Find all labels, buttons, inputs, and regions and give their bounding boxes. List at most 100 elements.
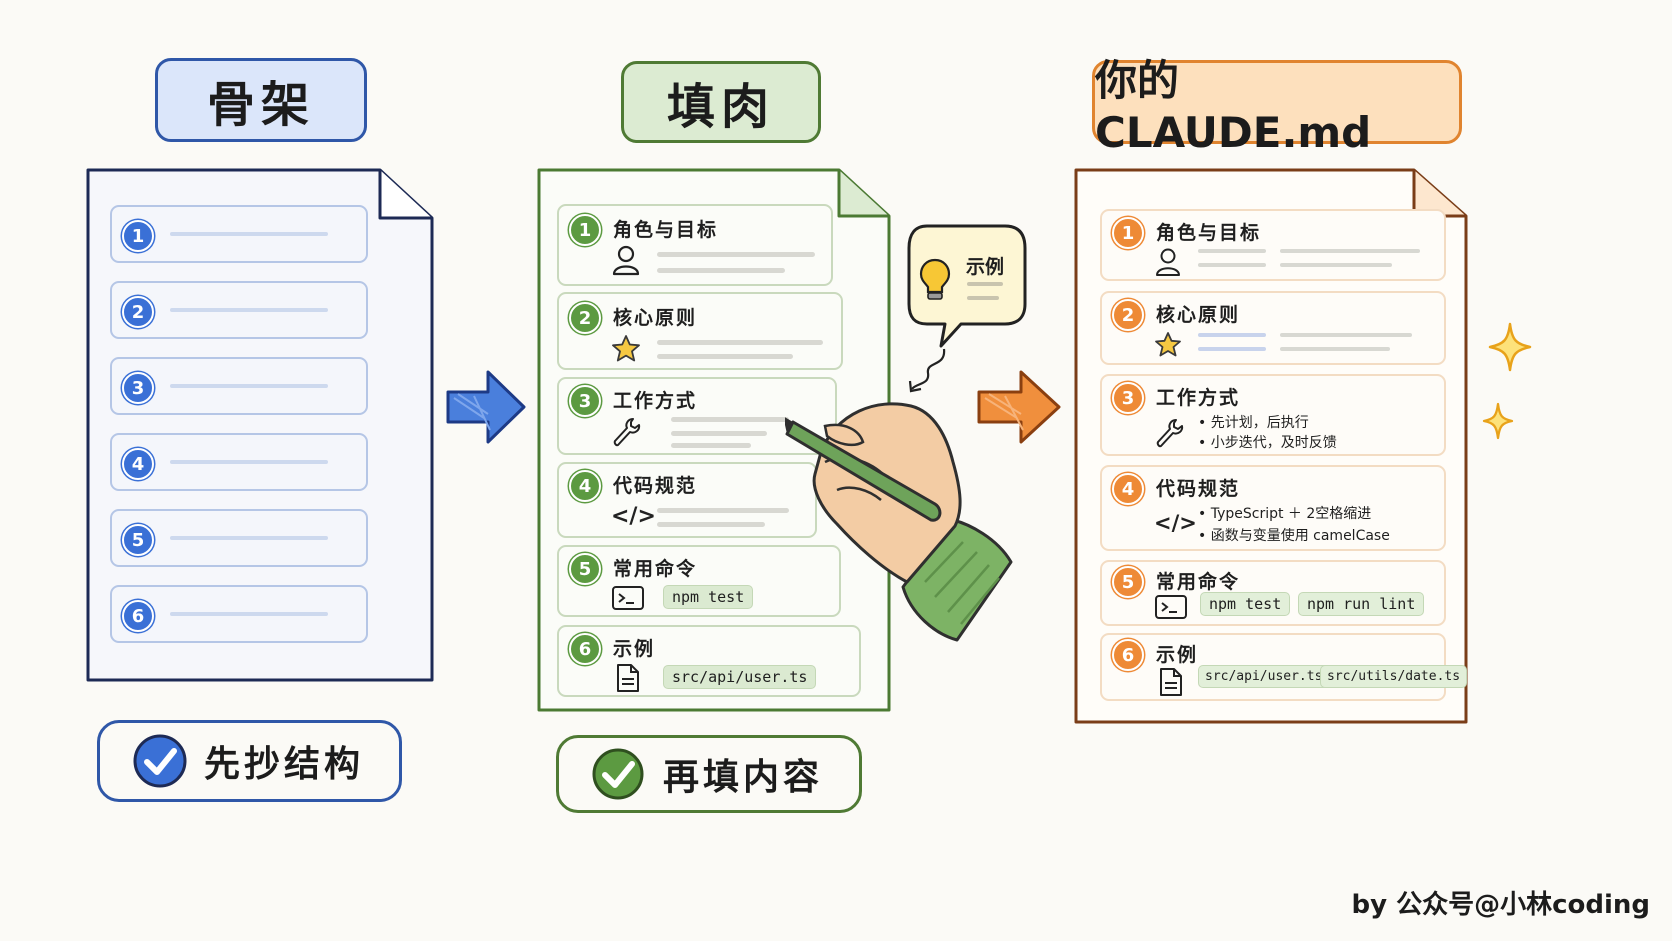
- star-icon: [612, 335, 640, 362]
- section-title-workflow: 工作方式: [613, 390, 698, 412]
- check-icon: [133, 734, 187, 788]
- number-badge-3: 3: [1112, 382, 1144, 414]
- number-badge-3: 3: [122, 372, 154, 404]
- placeholder-line: [657, 354, 793, 359]
- terminal-icon: [1155, 595, 1187, 619]
- workflow-bullet-1: • 先计划，后执行: [1198, 415, 1309, 431]
- number-badge-4: 4: [122, 448, 154, 480]
- placeholder-line: [170, 460, 328, 464]
- copy-structure-text: 先抄结构: [204, 744, 365, 785]
- fill-title: 填肉: [621, 61, 821, 143]
- placeholder-line: [170, 384, 328, 388]
- star-icon: [1155, 332, 1181, 357]
- number-badge-6: 6: [569, 633, 601, 665]
- fill-row-3: 3 工作方式: [557, 377, 837, 455]
- sparkle-icon: [1482, 402, 1514, 440]
- command-chip-test: npm test: [1200, 592, 1291, 616]
- placeholder-line: [1280, 347, 1390, 351]
- final-row-4: 4 代码规范 </> • TypeScript ＋ 2空格缩进 • 函数与变量使…: [1100, 465, 1446, 551]
- final-row-6: 6 示例 src/api/user.ts src/utils/date.ts: [1100, 633, 1468, 701]
- placeholder-line: [1198, 347, 1266, 351]
- section-title-principles: 核心原则: [1156, 304, 1241, 326]
- claude-md-title-text: 你的 CLAUDE.md: [1095, 56, 1372, 157]
- placeholder-line: [657, 522, 765, 527]
- copy-structure-badge: 先抄结构: [97, 720, 402, 802]
- section-title-code-style: 代码规范: [613, 475, 698, 497]
- placeholder-line: [671, 443, 751, 448]
- number-badge-1: 1: [1112, 217, 1144, 249]
- skeleton-row-1: 1: [110, 205, 368, 263]
- fill-row-4: 4 代码规范 </>: [557, 462, 817, 538]
- placeholder-line: [1198, 249, 1266, 253]
- user-icon: [612, 245, 640, 276]
- number-badge-1: 1: [122, 220, 154, 252]
- number-badge-4: 4: [569, 470, 601, 502]
- placeholder-line: [671, 417, 789, 422]
- code-icon: </>: [611, 504, 656, 529]
- fill-row-5: 5 常用命令 npm test: [557, 545, 841, 617]
- placeholder-line: [170, 612, 328, 616]
- section-title-role: 角色与目标: [1156, 222, 1262, 244]
- claude-md-title: 你的 CLAUDE.md: [1092, 56, 1462, 157]
- skeleton-row-3: 3: [110, 357, 368, 415]
- placeholder-line: [657, 268, 785, 273]
- example-bubble: [907, 224, 1027, 348]
- placeholder-line: [1280, 333, 1412, 337]
- wrench-icon: [613, 418, 641, 447]
- placeholder-line: [1198, 263, 1266, 267]
- placeholder-line: [170, 308, 328, 312]
- code-style-bullet-1: • TypeScript ＋ 2空格缩进: [1198, 506, 1372, 522]
- author-credit: by 公众号@小林coding: [1351, 890, 1650, 920]
- sparkle-icon: [1488, 322, 1532, 372]
- file-icon: [1160, 668, 1182, 696]
- number-badge-2: 2: [122, 296, 154, 328]
- final-row-3: 3 工作方式 • 先计划，后执行 • 小步迭代，及时反馈: [1100, 374, 1446, 456]
- wrench-icon: [1156, 419, 1184, 448]
- check-icon: [592, 748, 644, 800]
- fill-row-6: 6 示例 src/api/user.ts: [557, 625, 861, 697]
- section-title-examples: 示例: [1156, 644, 1199, 666]
- final-row-2: 2 核心原则: [1100, 291, 1446, 365]
- placeholder-line: [1280, 249, 1420, 253]
- placeholder-line: [1198, 333, 1266, 337]
- number-badge-1: 1: [569, 214, 601, 246]
- number-badge-5: 5: [122, 524, 154, 556]
- file-icon: [617, 664, 639, 692]
- placeholder-line: [170, 536, 328, 540]
- placeholder-line: [1280, 263, 1392, 267]
- fill-row-1: 1 角色与目标: [557, 204, 833, 286]
- placeholder-line: [671, 431, 767, 436]
- section-title-commands: 常用命令: [613, 558, 698, 580]
- section-title-code-style: 代码规范: [1156, 478, 1241, 500]
- section-title-workflow: 工作方式: [1156, 387, 1241, 409]
- fill-content-text: 再填内容: [663, 757, 824, 798]
- command-chip-lint: npm run lint: [1298, 592, 1425, 616]
- fill-row-2: 2 核心原则: [557, 292, 843, 370]
- skeleton-row-2: 2: [110, 281, 368, 339]
- section-title-principles: 核心原则: [613, 307, 698, 329]
- example-chip-date: src/utils/date.ts: [1320, 665, 1468, 688]
- skeleton-row-5: 5: [110, 509, 368, 567]
- number-badge-5: 5: [569, 553, 601, 585]
- skeleton-title-text: 骨架: [206, 77, 315, 133]
- number-badge-5: 5: [1112, 566, 1144, 598]
- number-badge-4: 4: [1112, 473, 1144, 505]
- number-badge-6: 6: [1112, 639, 1144, 671]
- code-icon: </>: [1154, 511, 1197, 535]
- code-style-bullet-2: • 函数与变量使用 camelCase: [1198, 528, 1390, 544]
- number-badge-3: 3: [569, 385, 601, 417]
- curly-arrow-icon: [908, 348, 946, 393]
- workflow-bullet-2: • 小步迭代，及时反馈: [1198, 435, 1337, 451]
- command-chip: npm test: [663, 585, 754, 609]
- blue-arrow-icon: [446, 370, 526, 444]
- placeholder-line: [657, 252, 815, 257]
- placeholder-line: [657, 340, 823, 345]
- user-icon: [1156, 248, 1180, 276]
- bubble-label: 示例: [966, 256, 1005, 278]
- skeleton-row-6: 6: [110, 585, 368, 643]
- pen-hand-icon: [785, 402, 1013, 642]
- fill-content-badge: 再填内容: [556, 735, 862, 813]
- final-row-5: 5 常用命令 npm test npm run lint: [1100, 560, 1446, 626]
- fill-title-text: 填肉: [666, 79, 775, 135]
- terminal-icon: [612, 586, 644, 610]
